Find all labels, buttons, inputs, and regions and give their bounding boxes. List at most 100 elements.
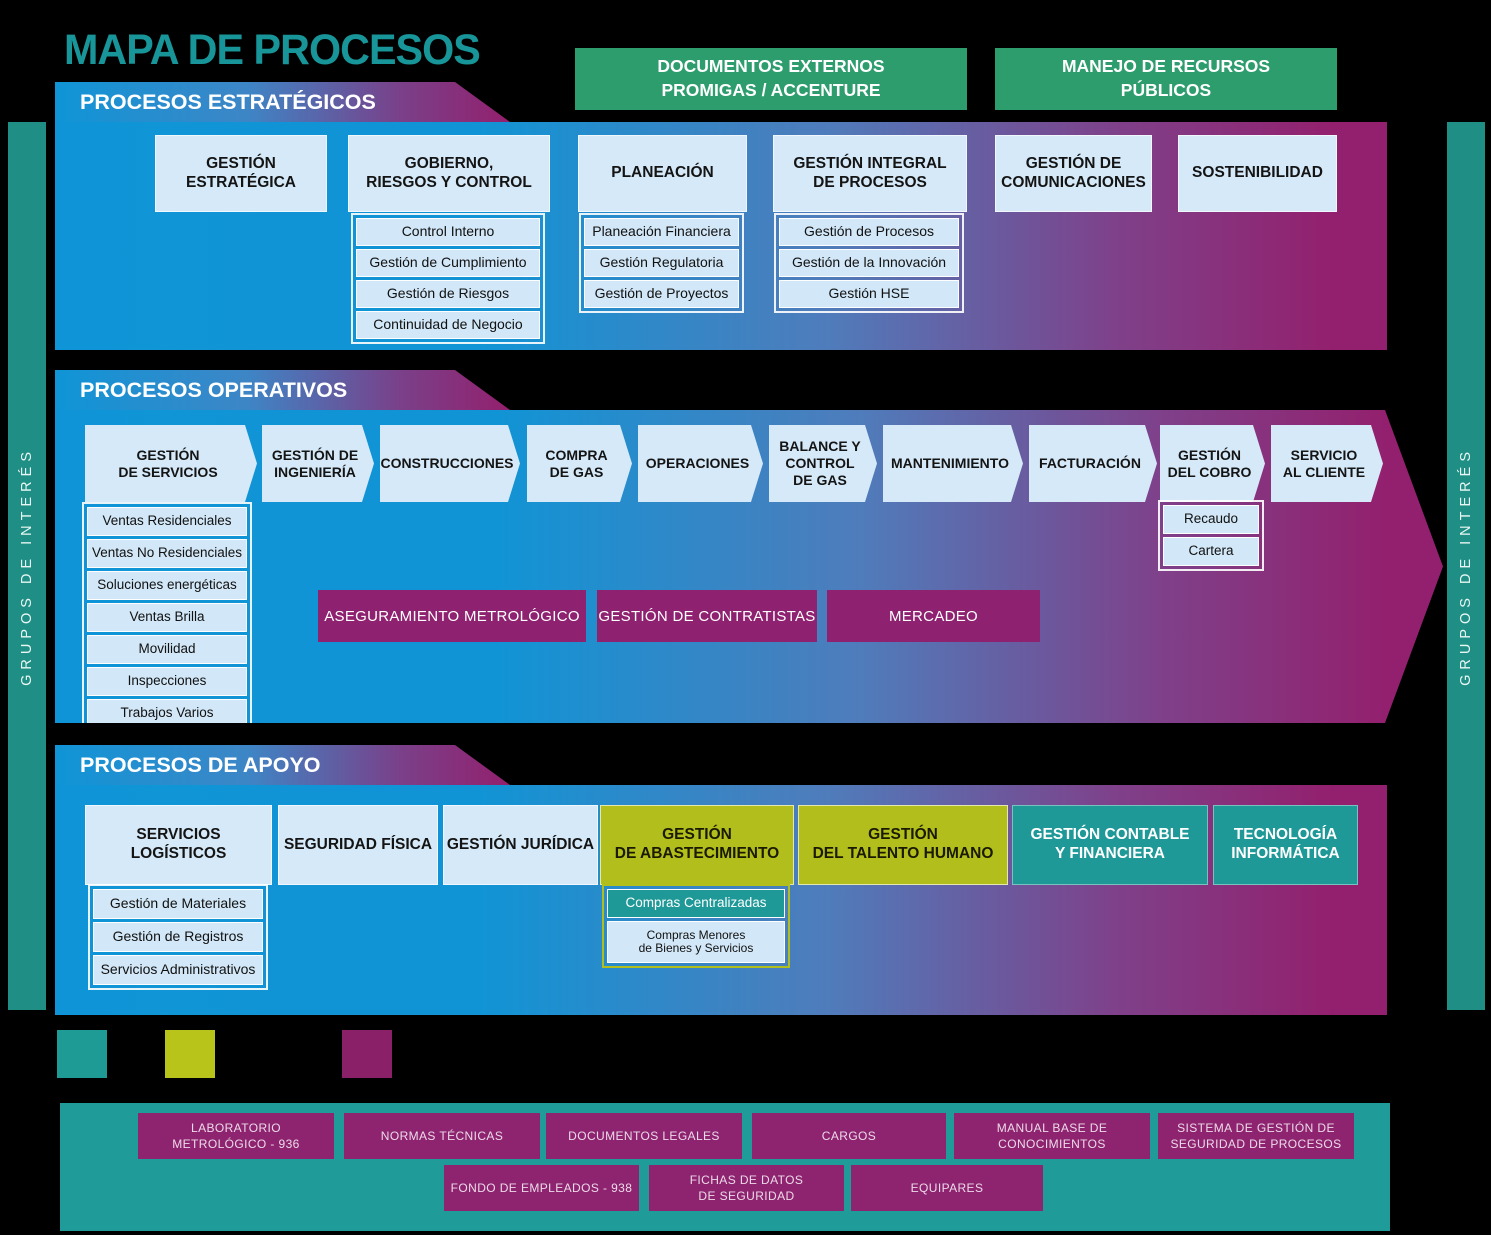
box-label: OPERACIONES bbox=[645, 455, 750, 472]
chain-gestion-ingenieria: GESTIÓN DE INGENIERÍA bbox=[262, 425, 374, 502]
strategic-band: GESTIÓN ESTRATÉGICA GOBIERNO, RIESGOS Y … bbox=[55, 122, 1387, 350]
box-planeacion: PLANEACIÓN bbox=[578, 135, 747, 212]
chain-gestion-del-cobro: GESTIÓN DEL COBRO bbox=[1160, 425, 1265, 502]
planeacion-sublist: Planeación Financiera Gestión Regulatori… bbox=[579, 213, 744, 313]
sub-item: Gestión HSE bbox=[779, 280, 959, 308]
sub-item: Movilidad bbox=[87, 635, 247, 664]
sub-item: Compras Centralizadas bbox=[607, 889, 785, 918]
chain-construcciones: CONSTRUCCIONES bbox=[380, 425, 520, 502]
strategic-header-tab: PROCESOS ESTRATÉGICOS bbox=[55, 82, 510, 122]
operative-band: GESTIÓN DE SERVICIOS GESTIÓN DE INGENIER… bbox=[55, 410, 1443, 723]
sub-item: Gestión de Riesgos bbox=[356, 280, 540, 308]
box-gestion-talento-humano: GESTIÓN DEL TALENTO HUMANO bbox=[798, 805, 1008, 885]
box-label: GESTIÓN DE CONTRATISTAS bbox=[598, 607, 816, 625]
sub-item: Gestión de Registros bbox=[93, 922, 263, 952]
box-documentos-legales: DOCUMENTOS LEGALES bbox=[546, 1113, 742, 1159]
legend-swatch-purple bbox=[342, 1030, 392, 1078]
banner-manejo-recursos-publicos: MANEJO DE RECURSOS PÚBLICOS bbox=[995, 48, 1337, 110]
box-label: COMPRA DE GAS bbox=[545, 446, 608, 480]
chain-balance-control-gas: BALANCE Y CONTROL DE GAS bbox=[769, 425, 877, 502]
sub-item: Trabajos Varios bbox=[87, 699, 247, 728]
box-fondo-de-empleados: FONDO DE EMPLEADOS - 938 bbox=[444, 1165, 639, 1211]
sub-item: Inspecciones bbox=[87, 667, 247, 696]
box-gestion-estrategica: GESTIÓN ESTRATÉGICA bbox=[155, 135, 327, 212]
box-label: GESTIÓN DE SERVICIOS bbox=[118, 446, 218, 480]
box-label: GESTIÓN JURÍDICA bbox=[446, 835, 595, 853]
box-label: SERVICIOS LOGÍSTICOS bbox=[130, 826, 227, 862]
sub-item: Gestión de Materiales bbox=[93, 889, 263, 919]
sub-item: Cartera bbox=[1163, 537, 1259, 566]
gestion-integral-sublist: Gestión de Procesos Gestión de la Innova… bbox=[774, 213, 964, 313]
stakeholders-bar-right-label: GRUPOS DE INTERÉS bbox=[1458, 446, 1474, 686]
chain-servicio-al-cliente: SERVICIO AL CLIENTE bbox=[1271, 425, 1383, 502]
box-label: GESTIÓN DE COMUNICACIONES bbox=[1001, 154, 1146, 191]
box-gestion-contratistas: GESTIÓN DE CONTRATISTAS bbox=[597, 590, 817, 642]
banner-documentos-externos-label: DOCUMENTOS EXTERNOS PROMIGAS / ACCENTURE bbox=[657, 56, 885, 100]
operative-header-tab: PROCESOS OPERATIVOS bbox=[55, 370, 510, 410]
box-label: GOBIERNO, RIESGOS Y CONTROL bbox=[366, 154, 532, 191]
support-band: SERVICIOS LOGÍSTICOS SEGURIDAD FÍSICA GE… bbox=[55, 785, 1387, 1015]
sub-item: Soluciones energéticas bbox=[87, 571, 247, 600]
banner-manejo-recursos-publicos-label: MANEJO DE RECURSOS PÚBLICOS bbox=[1061, 56, 1271, 100]
box-sostenibilidad: SOSTENIBILIDAD bbox=[1178, 135, 1337, 212]
box-label: GESTIÓN ESTRATÉGICA bbox=[186, 154, 296, 191]
box-laboratorio-metrologico: LABORATORIO METROLÓGICO - 936 bbox=[138, 1113, 334, 1159]
box-manual-base-conocimientos: MANUAL BASE DE CONOCIMIENTOS bbox=[954, 1113, 1150, 1159]
box-label: BALANCE Y CONTROL DE GAS bbox=[779, 438, 861, 488]
operative-header-label: PROCESOS OPERATIVOS bbox=[80, 377, 348, 402]
servicios-logisticos-sublist: Gestión de Materiales Gestión de Registr… bbox=[88, 884, 268, 990]
box-gestion-juridica: GESTIÓN JURÍDICA bbox=[443, 805, 598, 885]
sub-item: Servicios Administrativos bbox=[93, 955, 263, 985]
support-header-label: PROCESOS DE APOYO bbox=[80, 752, 321, 777]
legend-swatch-lime bbox=[165, 1030, 215, 1078]
box-tecnologia-informatica: TECNOLOGÍA INFORMÁTICA bbox=[1213, 805, 1358, 885]
sub-item: Ventas No Residenciales bbox=[87, 539, 247, 568]
box-normas-tecnicas: NORMAS TÉCNICAS bbox=[344, 1113, 540, 1159]
box-seguridad-fisica: SEGURIDAD FÍSICA bbox=[278, 805, 438, 885]
box-label: CONSTRUCCIONES bbox=[380, 455, 514, 472]
box-label: SEGURIDAD FÍSICA bbox=[283, 835, 433, 853]
stakeholders-bar-right: GRUPOS DE INTERÉS bbox=[1447, 122, 1485, 1010]
sub-item: Ventas Residenciales bbox=[87, 507, 247, 536]
gestion-servicios-sublist: Ventas Residenciales Ventas No Residenci… bbox=[82, 502, 252, 733]
strategic-header-label: PROCESOS ESTRATÉGICOS bbox=[80, 89, 376, 114]
box-gestion-integral-procesos: GESTIÓN INTEGRAL DE PROCESOS bbox=[773, 135, 967, 212]
box-label: MANTENIMIENTO bbox=[891, 455, 1009, 472]
sub-item: Control Interno bbox=[356, 218, 540, 246]
banner-documentos-externos: DOCUMENTOS EXTERNOS PROMIGAS / ACCENTURE bbox=[575, 48, 967, 110]
chain-gestion-servicios: GESTIÓN DE SERVICIOS bbox=[85, 425, 257, 502]
box-label: GESTIÓN DE ABASTECIMIENTO bbox=[614, 826, 780, 862]
box-aseguramiento-metrologico: ASEGURAMIENTO METROLÓGICO bbox=[318, 590, 586, 642]
repository-band: LABORATORIO METROLÓGICO - 936 NORMAS TÉC… bbox=[60, 1103, 1390, 1231]
box-label: GESTIÓN INTEGRAL DE PROCESOS bbox=[793, 154, 947, 191]
legend-swatch-teal bbox=[57, 1030, 107, 1078]
chain-facturacion: FACTURACIÓN bbox=[1029, 425, 1157, 502]
box-label: SERVICIO AL CLIENTE bbox=[1282, 446, 1366, 480]
sub-item: Recaudo bbox=[1163, 505, 1259, 534]
box-sistema-gestion-seguridad-procesos: SISTEMA DE GESTIÓN DE SEGURIDAD DE PROCE… bbox=[1158, 1113, 1354, 1159]
sub-item: Compras Menores de Bienes y Servicios bbox=[607, 921, 785, 963]
box-label: TECNOLOGÍA INFORMÁTICA bbox=[1231, 826, 1340, 862]
sub-item: Gestión de la Innovación bbox=[779, 249, 959, 277]
box-gestion-comunicaciones: GESTIÓN DE COMUNICACIONES bbox=[995, 135, 1152, 212]
box-gestion-abastecimiento: GESTIÓN DE ABASTECIMIENTO bbox=[600, 805, 794, 885]
box-label: GESTIÓN DE INGENIERÍA bbox=[271, 446, 359, 480]
box-gestion-contable-financiera: GESTIÓN CONTABLE Y FINANCIERA bbox=[1012, 805, 1208, 885]
chain-operaciones: OPERACIONES bbox=[638, 425, 763, 502]
sub-item: Continuidad de Negocio bbox=[356, 311, 540, 339]
support-header-tab: PROCESOS DE APOYO bbox=[55, 745, 510, 785]
sub-item: Gestión de Proyectos bbox=[584, 280, 739, 308]
sub-item: Planeación Financiera bbox=[584, 218, 739, 246]
gobierno-sublist: Control Interno Gestión de Cumplimiento … bbox=[351, 213, 545, 344]
box-label: FACTURACIÓN bbox=[1039, 455, 1141, 472]
sub-item: Gestión de Cumplimiento bbox=[356, 249, 540, 277]
chain-compra-de-gas: COMPRA DE GAS bbox=[527, 425, 632, 502]
box-cargos: CARGOS bbox=[752, 1113, 946, 1159]
box-equipares: EQUIPARES bbox=[851, 1165, 1043, 1211]
box-servicios-logisticos: SERVICIOS LOGÍSTICOS bbox=[85, 805, 272, 885]
box-label: GESTIÓN DEL COBRO bbox=[1167, 446, 1252, 480]
box-label: PLANEACIÓN bbox=[611, 164, 714, 182]
box-fichas-datos-seguridad: FICHAS DE DATOS DE SEGURIDAD bbox=[649, 1165, 844, 1211]
gestion-cobro-sublist: Recaudo Cartera bbox=[1158, 500, 1264, 571]
